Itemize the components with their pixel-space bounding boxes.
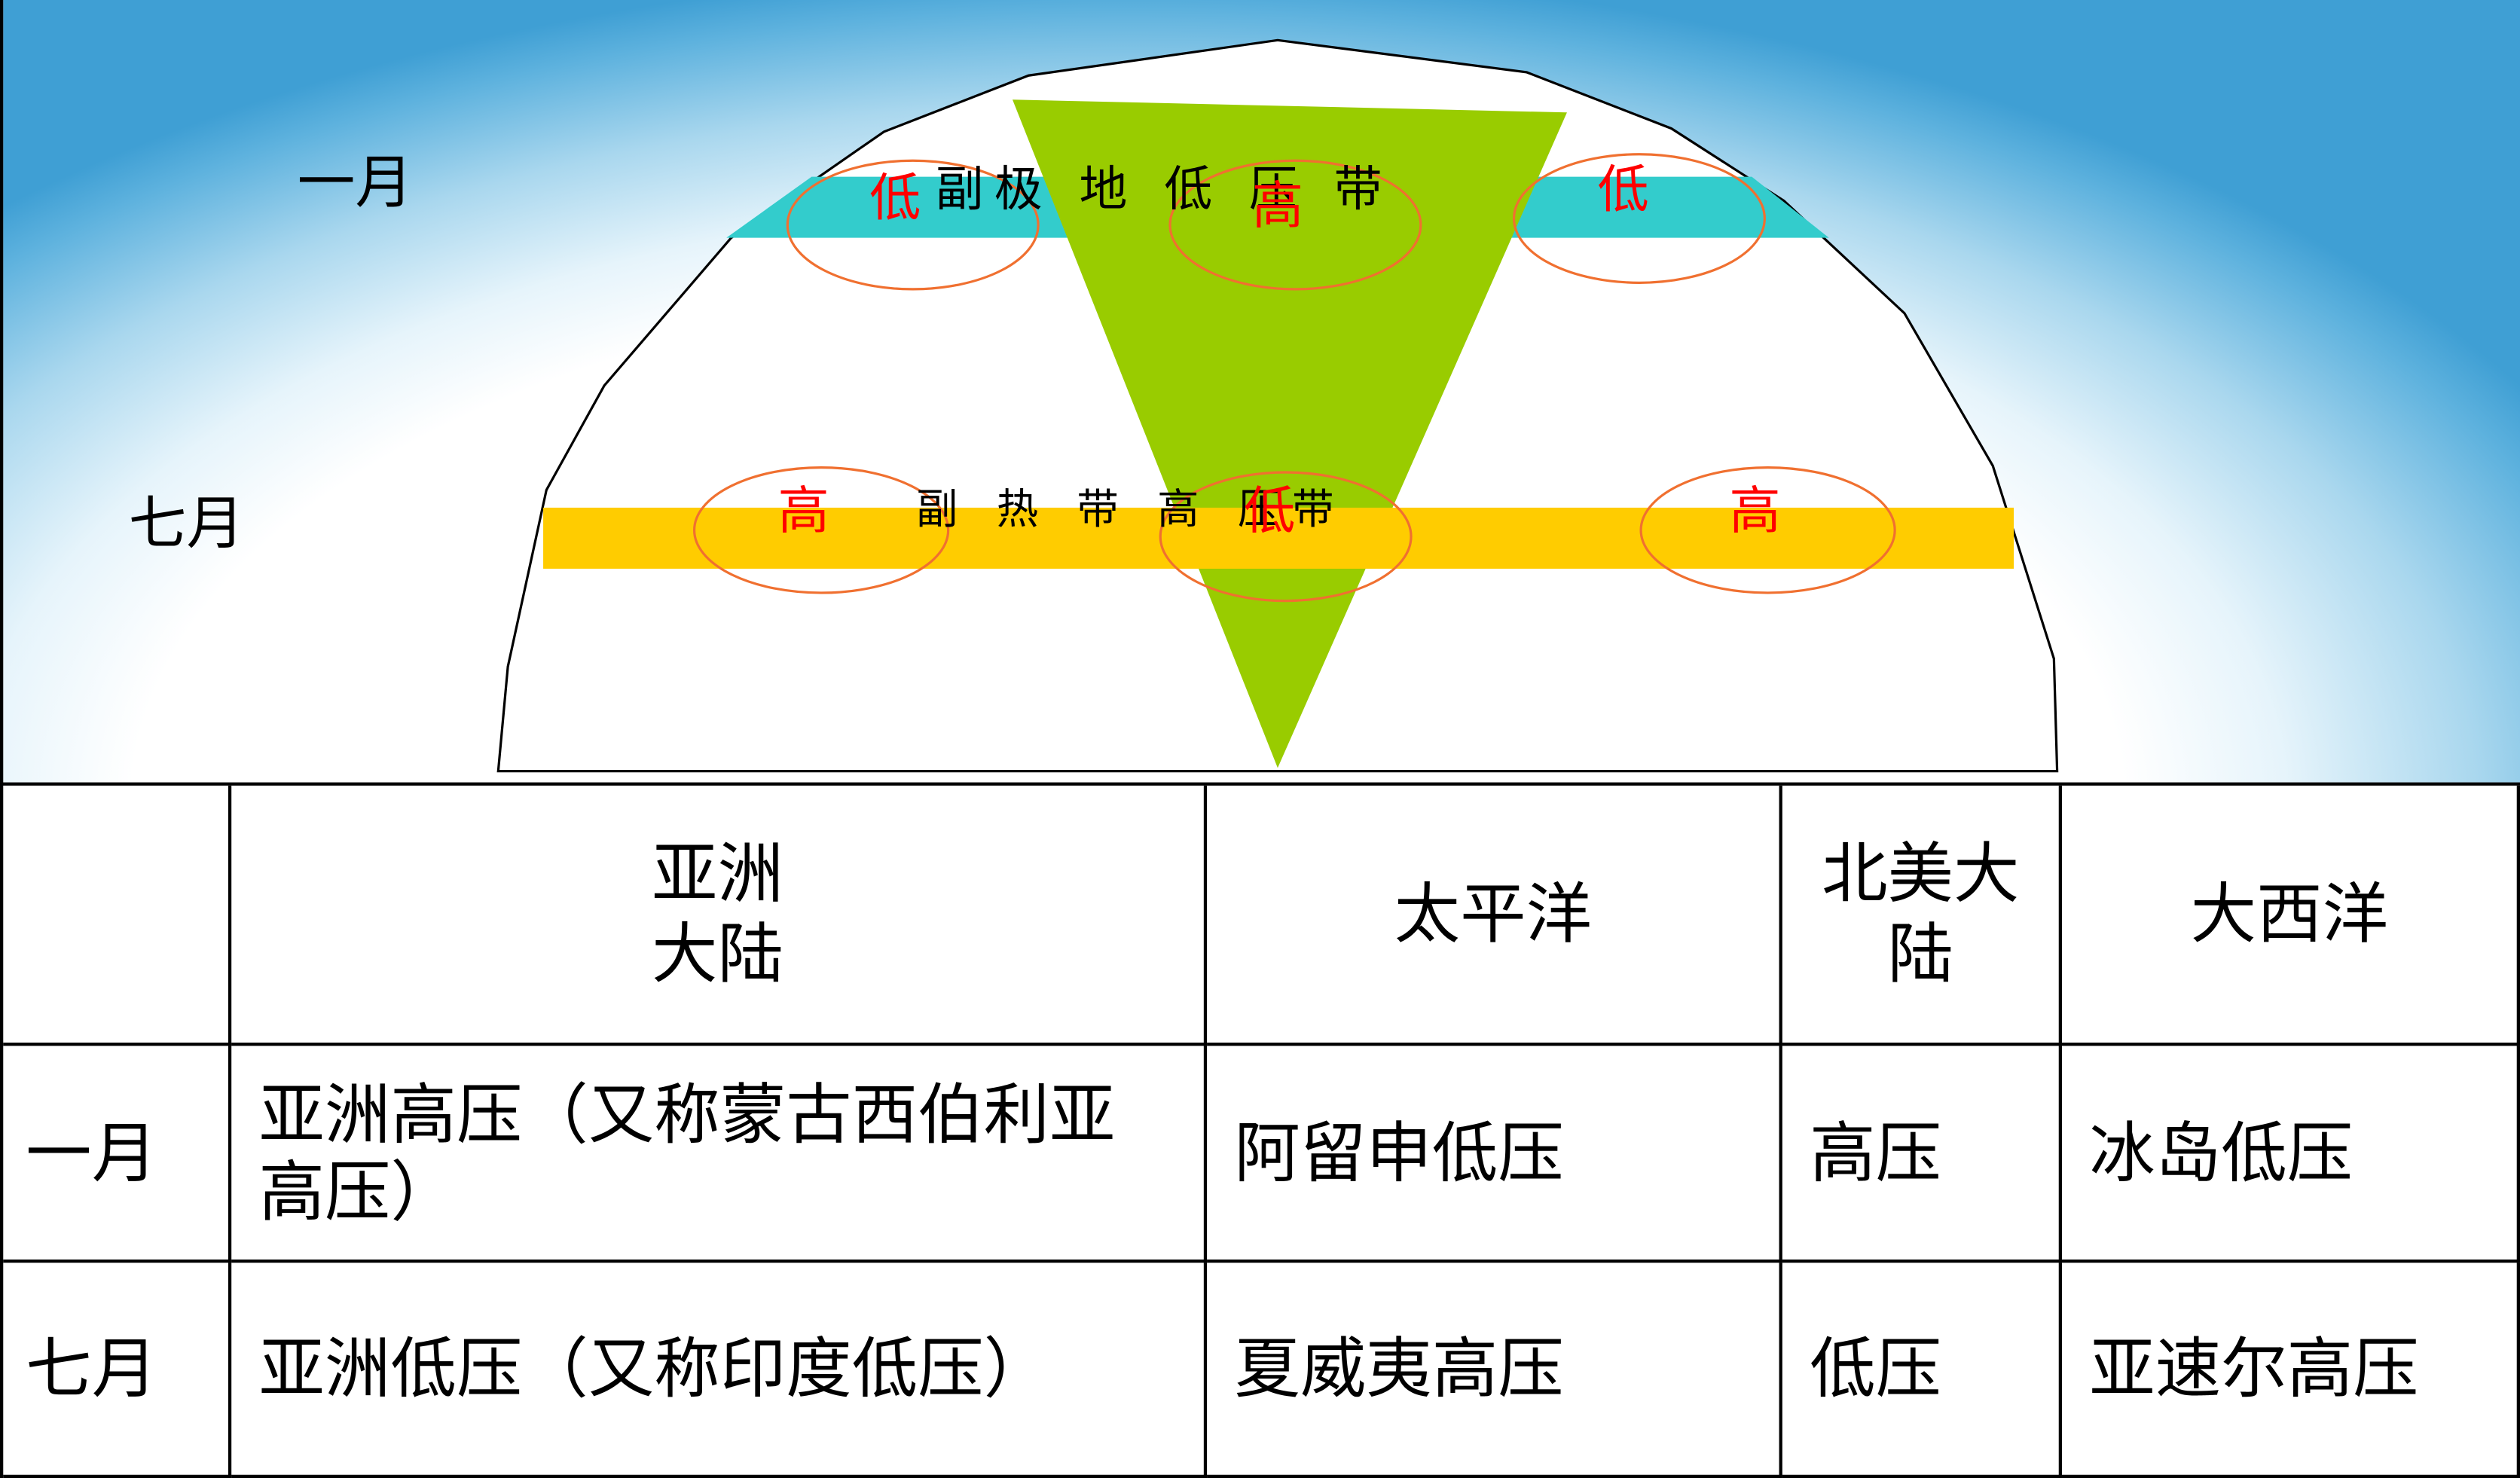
january-label: 一月 [298, 150, 414, 217]
header-label: 大西洋 [2190, 875, 2389, 953]
pressure-center-ellipse-jul-pacific [1159, 471, 1413, 603]
pressure-center-ellipse-jan-pacific [1168, 159, 1422, 291]
table-cell: 亚洲高压（又称蒙古西伯利亚高压） [231, 1046, 1208, 1263]
header-asia-continent: 亚洲 大陆 [231, 785, 1208, 1046]
pressure-center-ellipse-jul-asia [692, 466, 950, 594]
center-label-jul-asia: 高 [778, 482, 829, 542]
center-label-jan-asia: 低 [869, 169, 921, 228]
subtropical-high-belt [543, 507, 2014, 569]
table-corner-cell [3, 785, 232, 1046]
table-cell: 冰岛低压 [2062, 1046, 2520, 1263]
pressure-center-ellipse-jan-america [1512, 153, 1766, 284]
center-label-jul-pacific: 低 [1244, 482, 1295, 542]
header-label: 亚洲 大陆 [652, 835, 783, 993]
row-label-july: 七月 [3, 1263, 232, 1478]
cell-text: 亚洲低压（又称印度低压） [258, 1330, 1050, 1408]
july-label: 七月 [129, 490, 245, 557]
pressure-centers-table: 亚洲 大陆 太平洋 北美大 陆 大西洋 一月 亚洲高压（又称蒙古西伯利亚高压） … [0, 782, 2520, 1478]
center-label-jul-america: 高 [1729, 482, 1780, 542]
table-cell: 高压 [1782, 1046, 2063, 1263]
cell-text: 低压 [1810, 1330, 1942, 1408]
cell-text: 高压 [1810, 1113, 1942, 1192]
pressure-center-ellipse-jan-asia [786, 159, 1040, 291]
diagram-area: 一月 七月 副极 地 低 压 带 副 热 带 高 压带 低 高 低 高 低 高 [0, 0, 2520, 784]
row-label: 七月 [26, 1330, 158, 1408]
pressure-belt-diagram: 一月 七月 副极 地 低 压 带 副 热 带 高 压带 低 高 低 高 低 高 [129, 38, 2059, 773]
table-cell: 低压 [1782, 1263, 2063, 1478]
row-label: 一月 [26, 1113, 158, 1192]
header-north-america: 北美大 陆 [1782, 785, 2063, 1046]
center-label-jan-america: 低 [1597, 160, 1648, 220]
header-atlantic: 大西洋 [2062, 785, 2520, 1046]
table-cell: 亚洲低压（又称印度低压） [231, 1263, 1208, 1478]
header-label: 北美大 陆 [1822, 835, 2020, 993]
cell-text: 冰岛低压 [2089, 1113, 2354, 1192]
row-label-january: 一月 [3, 1046, 232, 1263]
pressure-center-ellipse-jul-america [1639, 466, 1896, 594]
cell-text: 阿留申低压 [1234, 1113, 1564, 1192]
cell-text: 亚速尔高压 [2089, 1330, 2419, 1408]
cell-text: 夏威夷高压 [1234, 1330, 1564, 1408]
table-cell: 亚速尔高压 [2062, 1263, 2520, 1478]
cell-text: 亚洲高压（又称蒙古西伯利亚高压） [258, 1075, 1116, 1230]
table-cell: 夏威夷高压 [1207, 1263, 1782, 1478]
header-label: 太平洋 [1394, 875, 1593, 953]
header-pacific: 太平洋 [1207, 785, 1782, 1046]
table-cell: 阿留申低压 [1207, 1046, 1782, 1263]
seasonal-shift-triangle [1012, 99, 1567, 768]
center-label-jan-pacific: 高 [1252, 176, 1303, 236]
